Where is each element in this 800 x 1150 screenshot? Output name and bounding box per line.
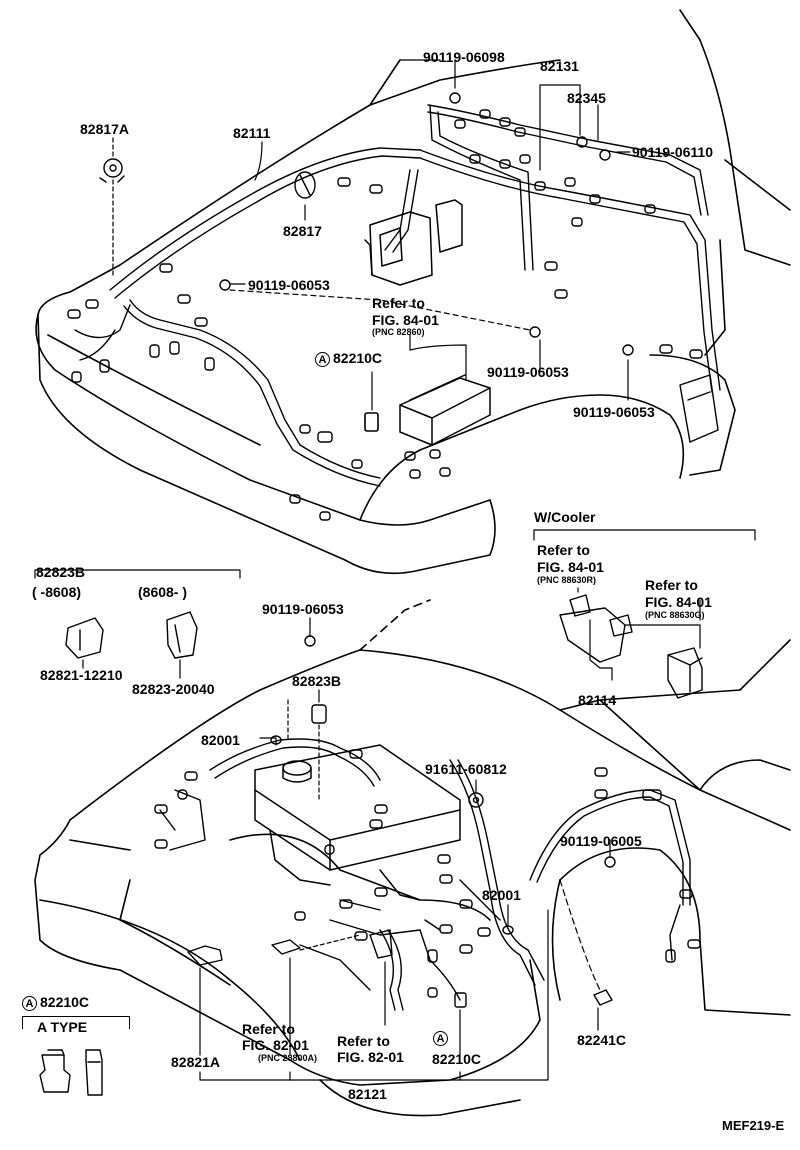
label-82121: 82121 [348,1086,387,1102]
engine-block [254,744,461,901]
part-82817a [99,158,125,183]
front-body-outline [34,599,791,1117]
refer-top-line2: FIG. 84-01 [372,312,439,328]
label-82210c-top-text: 82210C [333,350,383,366]
bottom-connectors [154,749,701,998]
top-bolts [219,92,634,356]
bracket-82210c-top [364,412,379,432]
refer-top-line1: Refer to [372,295,425,311]
refer-bottom1-pnc: (PNC 28800A) [258,1053,318,1063]
label-a-type: A TYPE [37,1019,88,1035]
label-82001-a: 82001 [201,732,240,748]
label-82210c-bottom-marker: A [433,1030,451,1046]
refer-bottom1-line2: FIG. 82-01 [242,1037,309,1053]
label-82114: 82114 [578,692,617,708]
a-type-box [22,1016,130,1029]
legend-circle-a: A [22,995,37,1011]
rear-body-outline [35,9,791,575]
diagram-code: MEF219-E [722,1118,785,1133]
label-90119-06098: 90119-06098 [423,49,505,65]
bottom-parts [65,594,703,1008]
circle-a-marker: A [315,351,330,367]
refer-cooler2-line1: Refer to [645,577,698,593]
label-range-after: (8608- ) [138,584,188,600]
harness-82121 [159,738,691,1011]
label-91611-60812: 91611-60812 [425,761,507,777]
refer-cooler1-line1: Refer to [537,542,590,558]
label-90119-06005: 90119-06005 [560,833,642,849]
refer-top-pnc: (PNC 82860) [372,327,425,337]
a-type-clip-drawing [39,1049,103,1096]
label-90119-06053-b: 90119-06053 [487,364,569,380]
label-82241c: 82241C [577,1032,627,1048]
label-82817: 82817 [283,223,322,239]
refer-cooler1-pnc: (PNC 88630R) [537,575,597,585]
label-82817a: 82817A [80,121,130,137]
label-82823-20040: 82823-20040 [132,681,215,697]
label-82001-b: 82001 [482,887,521,903]
legend-82210c-text: 82210C [40,994,90,1010]
harness-82111 [74,104,721,487]
label-82821-12210: 82821-12210 [40,667,123,683]
part-82817 [294,171,316,199]
label-90119-06110: 90119-06110 [632,144,713,160]
label-82823b-group: 82823B [36,564,86,580]
label-90119-06053-c: 90119-06053 [573,404,655,420]
top-connectors [67,109,703,521]
relay-block [364,199,463,286]
refer-cooler2-line2: FIG. 84-01 [645,594,712,610]
refer-cooler1-line2: FIG. 84-01 [537,559,604,575]
label-90119-06053-a: 90119-06053 [248,277,330,293]
label-range-before: ( -8608) [32,584,82,600]
label-90119-06053-d: 90119-06053 [262,601,344,617]
top-leaders [112,59,631,411]
refer-bottom2-line2: FIG. 82-01 [337,1049,404,1065]
fuse-box [399,374,491,446]
label-82823b: 82823B [292,673,342,689]
circle-a-bottom: A [433,1030,448,1046]
refer-bottom1-line1: Refer to [242,1021,295,1037]
refer-bottom2-line1: Refer to [337,1033,390,1049]
refer-cooler2-pnc: (PNC 88630G) [645,610,705,620]
label-82821a: 82821A [171,1054,221,1070]
bottom-leaders [34,529,756,1081]
label-82210c-bottom: 82210C [432,1051,482,1067]
label-82345: 82345 [567,90,606,106]
label-82111: 82111 [233,125,271,141]
rear-side-lamp [679,374,719,443]
label-82131: 82131 [540,58,579,74]
label-w-cooler: W/Cooler [534,509,596,525]
